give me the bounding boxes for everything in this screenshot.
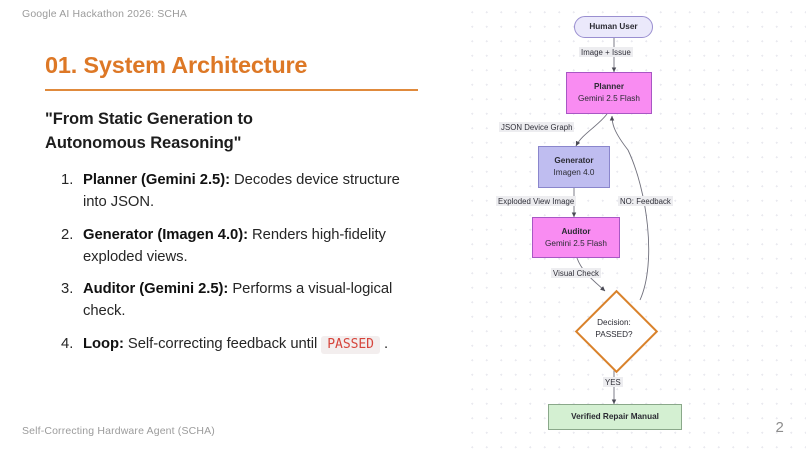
- flow-node-auditor[interactable]: Auditor Gemini 2.5 Flash: [532, 217, 620, 258]
- edge-label-visual-check: Visual Check: [551, 268, 601, 278]
- flow-node-label-group: Decision: PASSED?: [595, 317, 632, 342]
- steps-list: Planner (Gemini 2.5): Decodes device str…: [45, 170, 425, 356]
- passed-code-badge: PASSED: [321, 336, 380, 355]
- flow-node-title: Generator: [554, 156, 594, 166]
- edge-decision-to-planner-feedback: [609, 115, 650, 301]
- flow-node-subtitle: Gemini 2.5 Flash: [545, 238, 607, 248]
- step-body-text: Renders high-fidelity exploded views.: [83, 226, 386, 265]
- step-body-text: Self-correcting feedback until: [123, 336, 322, 353]
- flow-node-decision-passed[interactable]: Decision: PASSED?: [574, 289, 658, 373]
- flow-node-title: Human User: [589, 22, 638, 32]
- step-tail-text: .: [379, 336, 389, 353]
- edge-label-json-device-graph: JSON Device Graph: [499, 122, 575, 132]
- list-item: Loop: Self-correcting feedback until PAS…: [45, 334, 413, 356]
- slide-subtitle: "From Static Generation to Autonomous Re…: [45, 110, 253, 153]
- edge-label-image-issue: Image + Issue: [579, 47, 633, 57]
- flow-node-title: Verified Repair Manual: [571, 412, 659, 422]
- footer-note: Self-Correcting Hardware Agent (SCHA): [22, 425, 215, 437]
- page-title: 01. System Architecture: [45, 52, 308, 78]
- flow-node-title: Planner: [593, 82, 625, 92]
- flow-node-title: Decision:: [597, 317, 631, 327]
- flow-node-generator[interactable]: Generator Imagen 4.0: [538, 146, 610, 188]
- page-number: 2: [775, 419, 784, 436]
- flow-node-planner[interactable]: Planner Gemini 2.5 Flash: [566, 72, 652, 114]
- step-body-text: Decodes device structure into JSON.: [83, 171, 400, 210]
- slide-eyebrow: Google AI Hackathon 2026: SCHA: [22, 8, 188, 20]
- flow-node-subtitle: Gemini 2.5 Flash: [578, 94, 640, 103]
- step-bold-label: Loop:: [83, 336, 124, 353]
- flow-node-title: Auditor: [561, 226, 591, 236]
- architecture-flowchart-panel: Human User Image + Issue Planner Gemini …: [462, 0, 806, 453]
- list-item: Auditor (Gemini 2.5): Performs a visual-…: [45, 279, 413, 323]
- slide-content-column: 01. System Architecture "From Static Gen…: [45, 52, 425, 367]
- flow-node-subtitle: Imagen 4.0: [553, 168, 595, 177]
- title-underline-rule: [45, 89, 418, 92]
- edge-planner-to-generator: [575, 113, 608, 147]
- flowchart-connectors: [571, 38, 650, 405]
- step-bold-label: Generator (Imagen 4.0):: [83, 226, 248, 243]
- edge-label-yes: YES: [603, 377, 623, 387]
- flow-node-human-user[interactable]: Human User: [574, 16, 653, 38]
- edge-label-no-feedback: NO: Feedback: [618, 196, 673, 206]
- list-item: Planner (Gemini 2.5): Decodes device str…: [45, 170, 413, 214]
- edge-label-exploded-view-image: Exploded View Image: [496, 196, 577, 206]
- step-body-text: Performs a visual-logical check.: [83, 281, 393, 320]
- flow-node-subtitle: PASSED?: [595, 330, 633, 339]
- list-item: Generator (Imagen 4.0): Renders high-fid…: [45, 225, 413, 269]
- step-bold-label: Planner (Gemini 2.5):: [83, 171, 230, 188]
- step-bold-label: Auditor (Gemini 2.5):: [83, 281, 229, 298]
- flow-node-verified-repair-manual[interactable]: Verified Repair Manual: [548, 404, 682, 430]
